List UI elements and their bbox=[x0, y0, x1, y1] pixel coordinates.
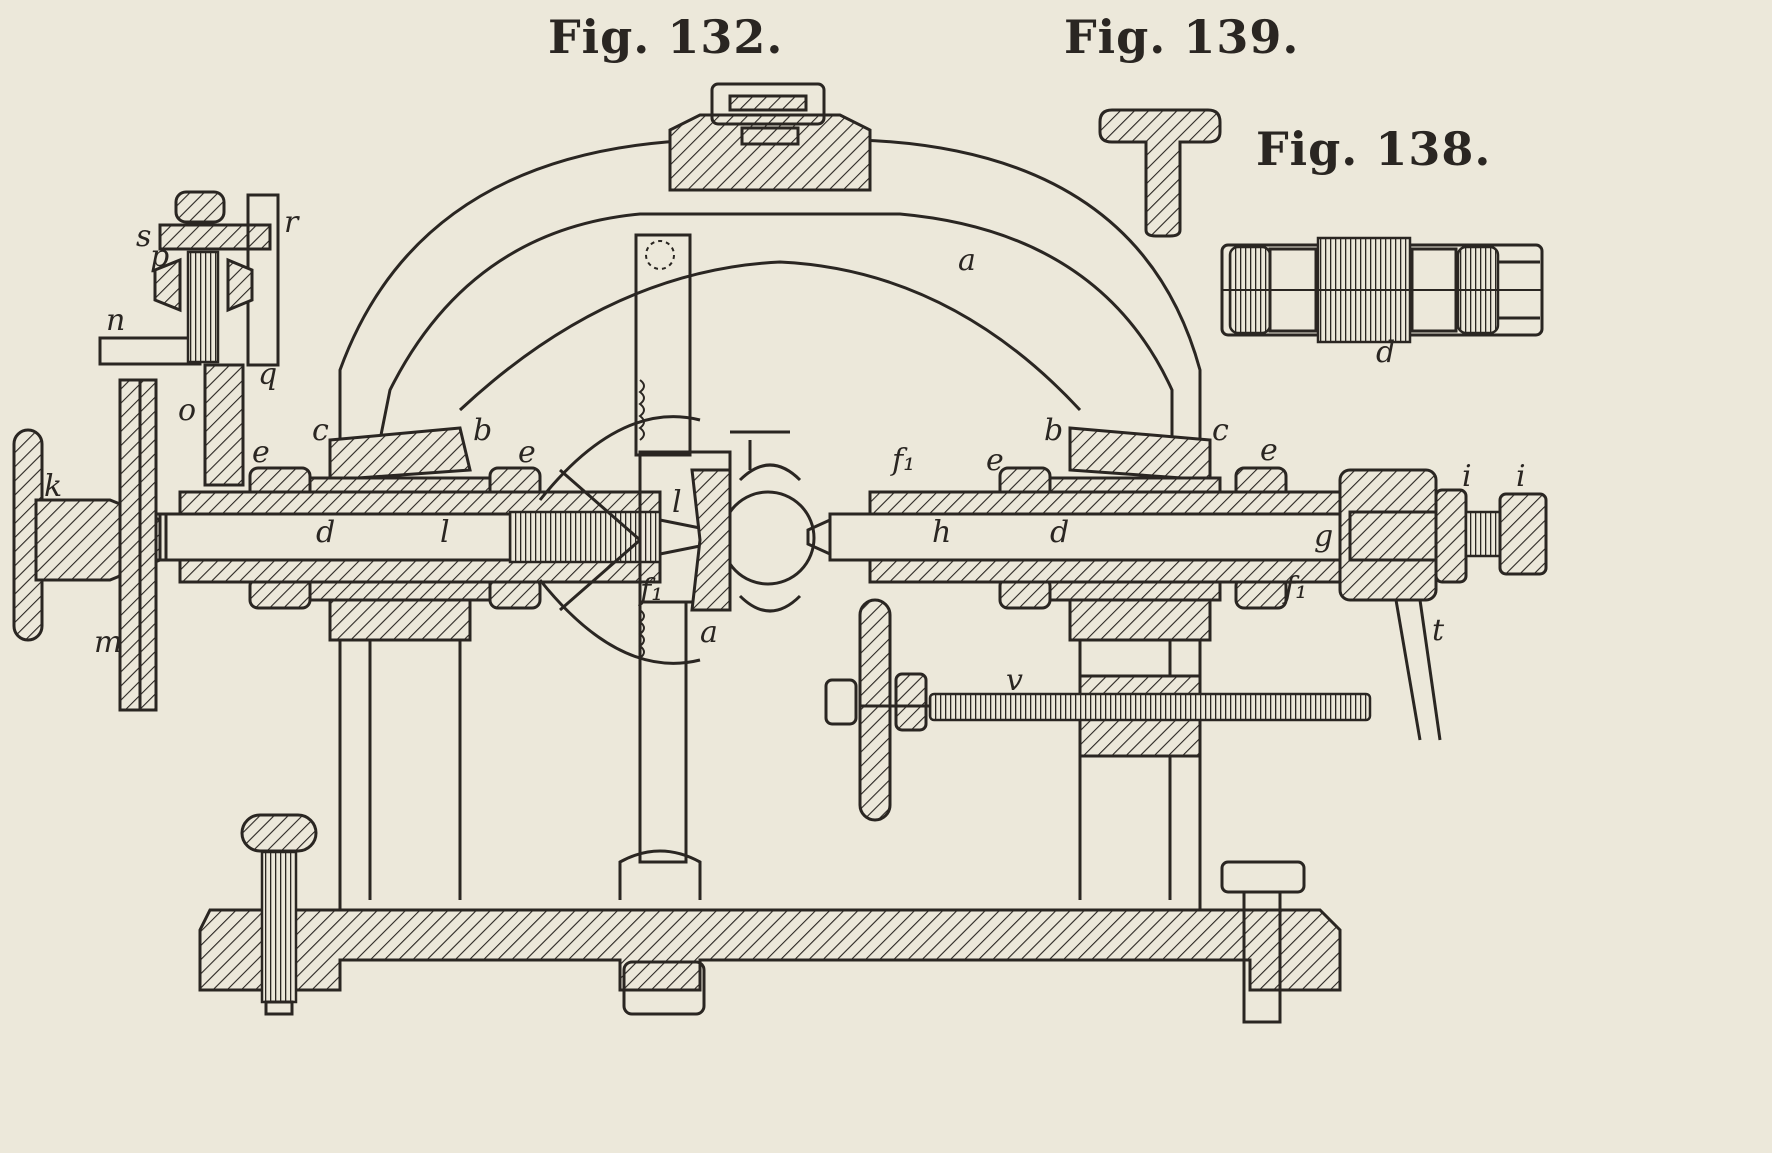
left-bearing-housing bbox=[248, 426, 542, 642]
fig-132-title: Fig. 132. bbox=[548, 10, 784, 64]
label-c-right: c bbox=[1212, 413, 1229, 448]
fig-139-title: Fig. 139. bbox=[1064, 10, 1300, 64]
fig-139-t-profile bbox=[1098, 108, 1222, 238]
label-a-lower: a bbox=[700, 615, 718, 650]
label-l-1: l bbox=[440, 515, 450, 550]
label-o: o bbox=[178, 393, 196, 428]
label-n: n bbox=[106, 303, 125, 338]
right-spindle bbox=[806, 468, 1548, 741]
left-spindle bbox=[158, 490, 702, 584]
label-r: r bbox=[284, 205, 300, 240]
label-g: g bbox=[1314, 519, 1333, 554]
label-e-2: e bbox=[518, 435, 536, 470]
label-e-4: e bbox=[1260, 433, 1278, 468]
label-f1-top: f₁ bbox=[890, 443, 915, 478]
right-bearing-housing bbox=[998, 426, 1288, 642]
label-f1-left: f₁ bbox=[638, 573, 663, 608]
label-s: s bbox=[136, 219, 151, 254]
label-d-left: d bbox=[316, 515, 335, 550]
arch-frame bbox=[338, 82, 1202, 441]
label-b-right: b bbox=[1044, 413, 1063, 448]
center-work-piece bbox=[538, 415, 816, 665]
label-q: q bbox=[258, 357, 277, 392]
label-b-left: b bbox=[473, 413, 492, 448]
label-c-left: c bbox=[312, 413, 329, 448]
label-f1-right: f₁ bbox=[1282, 571, 1307, 606]
label-d-right: d bbox=[1050, 515, 1069, 550]
label-p: p bbox=[150, 239, 169, 274]
left-handwheel-assembly bbox=[12, 190, 280, 712]
label-m: m bbox=[94, 625, 122, 660]
label-t: t bbox=[1432, 613, 1445, 648]
label-d-fig138: d bbox=[1376, 335, 1395, 370]
label-k: k bbox=[44, 469, 62, 504]
label-i-1: i bbox=[1462, 459, 1472, 494]
fig-138-threaded-sleeve bbox=[1220, 236, 1544, 344]
label-e-1: e bbox=[252, 435, 270, 470]
label-l-2: l bbox=[672, 485, 682, 520]
label-a-top: a bbox=[958, 243, 976, 278]
label-h: h bbox=[932, 515, 951, 550]
label-i-2: i bbox=[1516, 459, 1526, 494]
vertical-column bbox=[618, 233, 702, 900]
part-labels: a b b c c e e e e d d d l l f₁ f₁ f₁ h g… bbox=[44, 205, 1526, 698]
label-e-3: e bbox=[986, 443, 1004, 478]
lower-feed-screw bbox=[824, 598, 1372, 822]
fig-138-title: Fig. 138. bbox=[1256, 122, 1492, 176]
label-v: v bbox=[1006, 663, 1023, 698]
